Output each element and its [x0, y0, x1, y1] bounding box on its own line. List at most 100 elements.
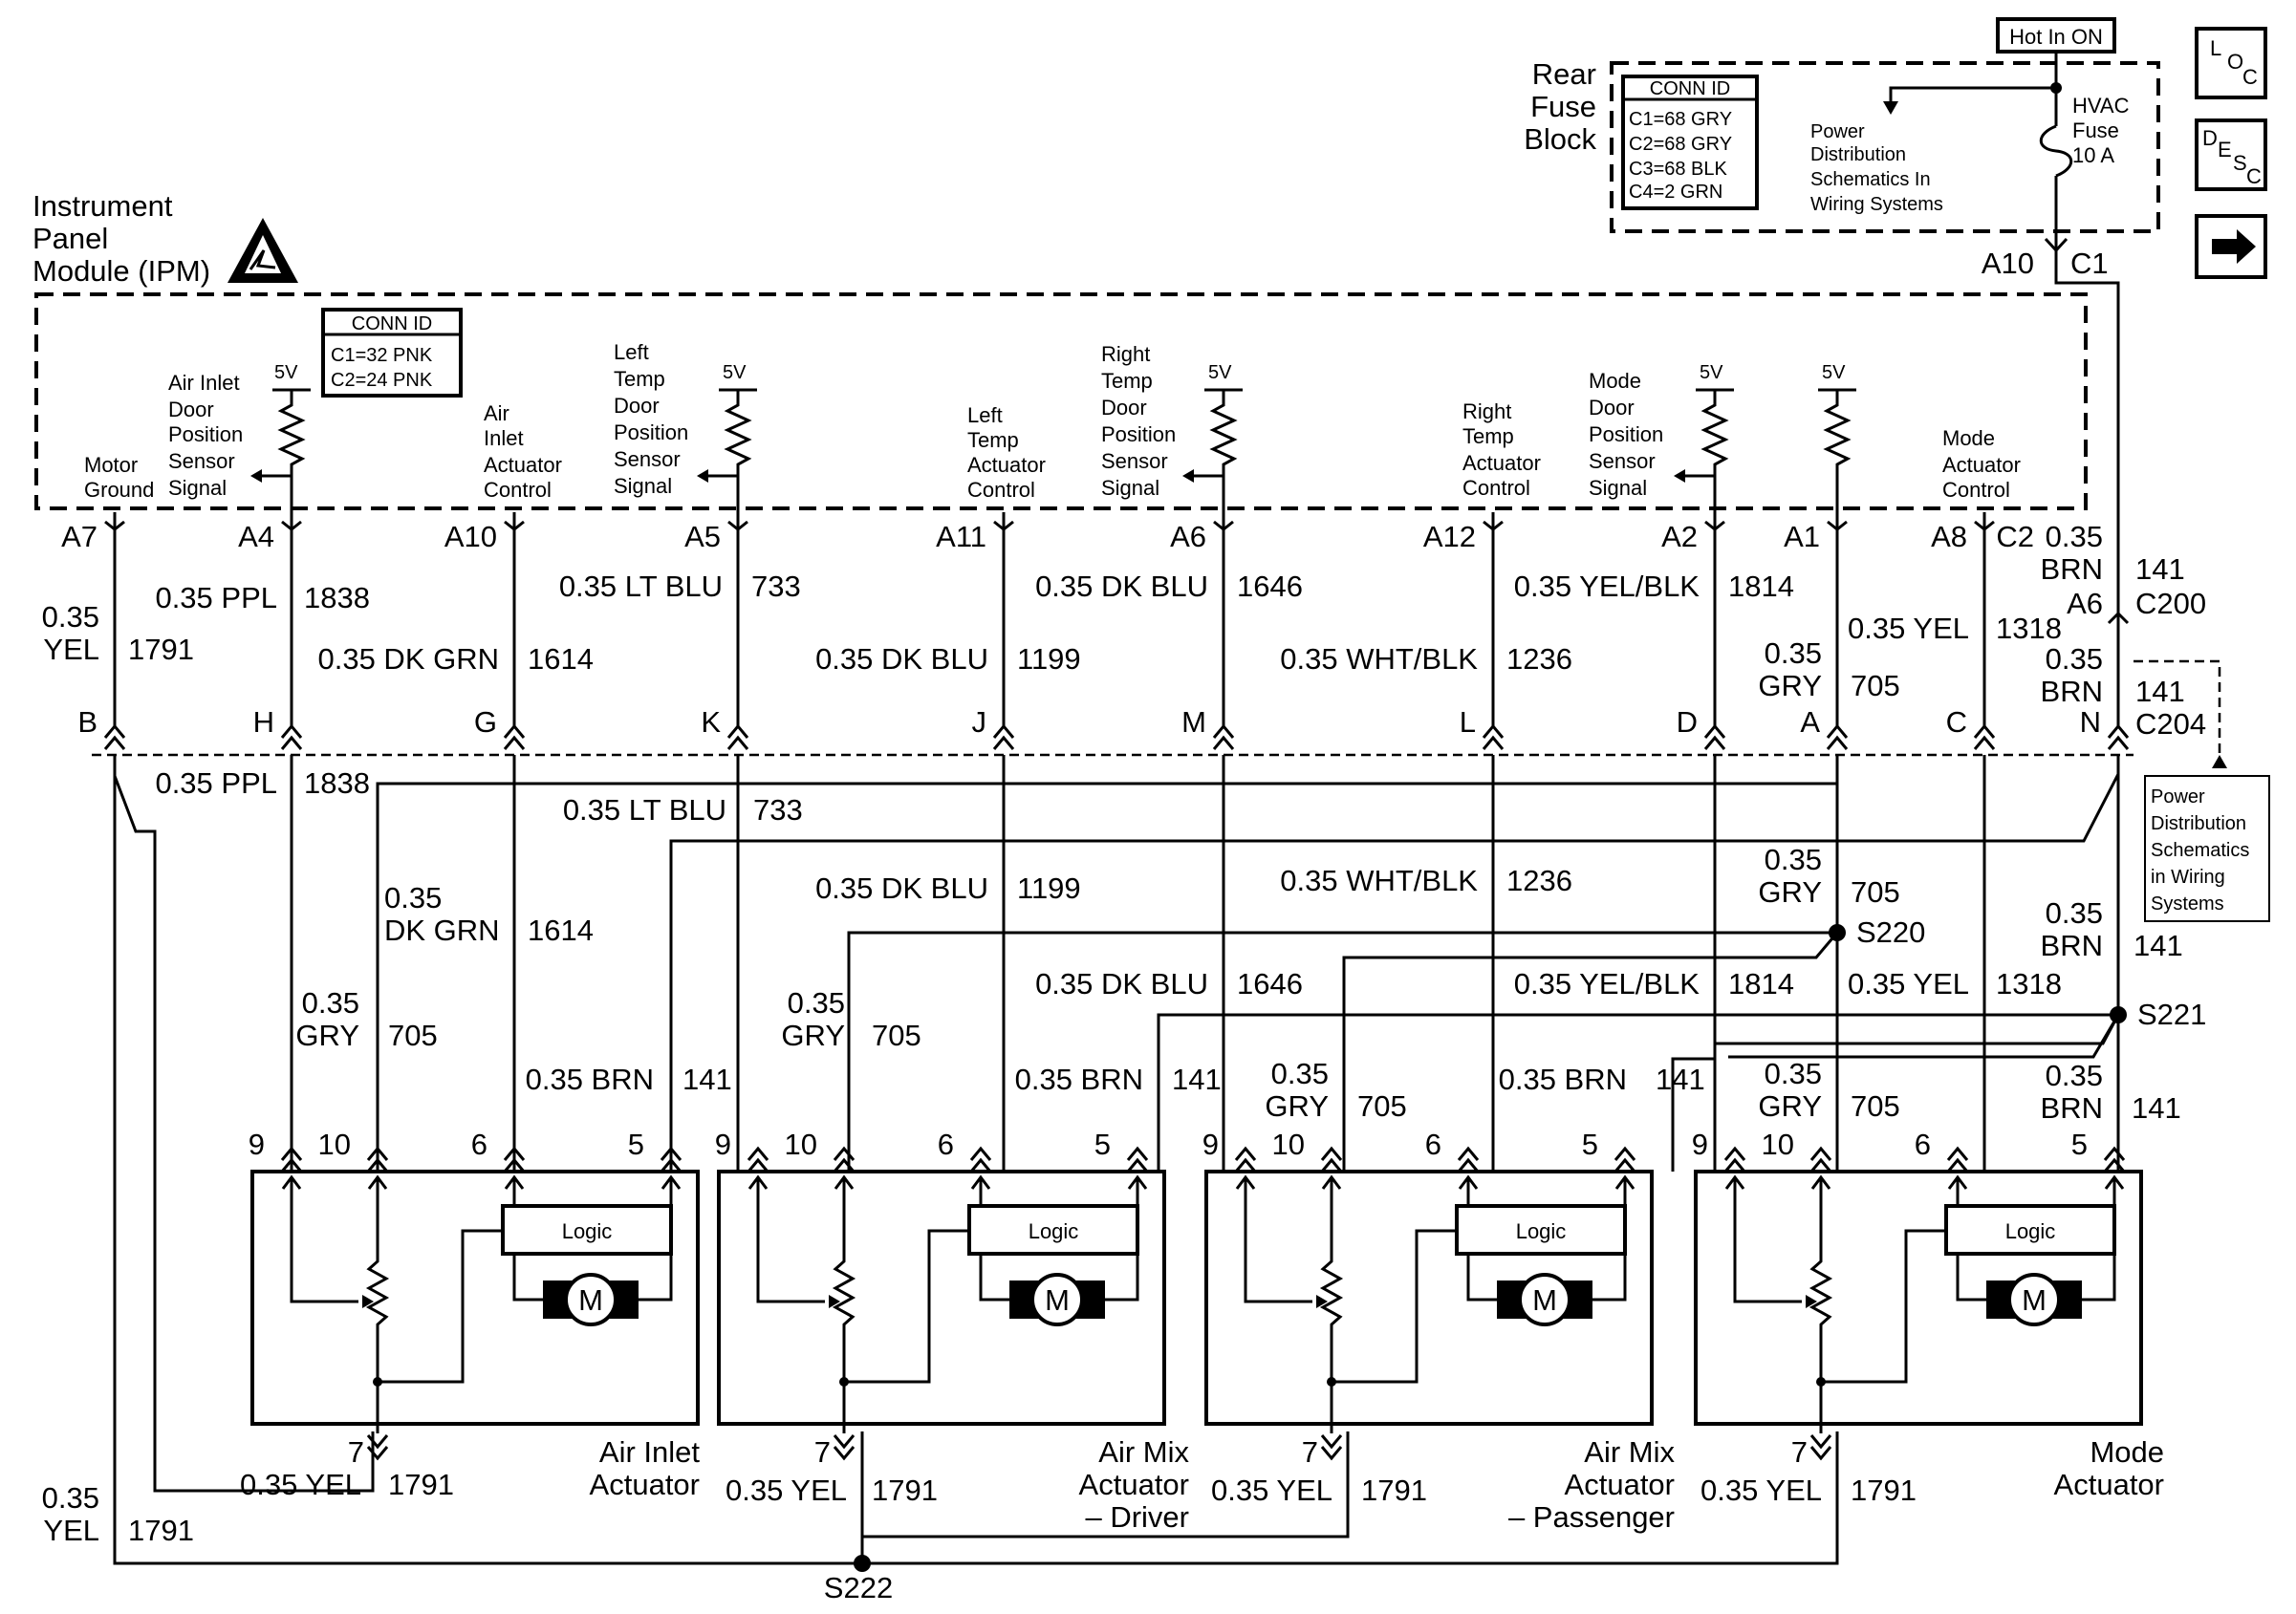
actuator-names: Air Inlet Actuator Air Mix Actuator – Dr…	[590, 1435, 2164, 1534]
svg-text:1791: 1791	[1851, 1474, 1917, 1507]
svg-text:0.35: 0.35	[1765, 843, 1822, 876]
lower-wire-labels: 0.35 PPL 1838 0.35 LT BLU 733 0.35 DK GR…	[155, 766, 2206, 1125]
next-button[interactable]	[2195, 214, 2267, 279]
svg-text:Air: Air	[484, 401, 509, 425]
svg-text:B: B	[77, 705, 97, 739]
svg-text:G: G	[474, 705, 497, 739]
description-button[interactable]	[2195, 118, 2267, 191]
position-sensor-resistor-icon	[1319, 1177, 1344, 1382]
rear-fuse-block-box	[1610, 61, 2160, 233]
svg-text:1838: 1838	[304, 581, 370, 614]
svg-text:– Passenger: – Passenger	[1508, 1500, 1675, 1534]
svg-text:C1=32 PNK: C1=32 PNK	[331, 345, 433, 366]
svg-text:1791: 1791	[388, 1468, 454, 1501]
logic-label: Logic	[1516, 1219, 1567, 1243]
svg-text:141: 141	[1172, 1063, 1222, 1096]
svg-text:5V: 5V	[723, 362, 747, 383]
svg-text:0.35 DK BLU: 0.35 DK BLU	[815, 872, 988, 905]
svg-text:Signal: Signal	[168, 476, 227, 500]
svg-text:A2: A2	[1661, 520, 1698, 553]
svg-text:Position: Position	[1589, 422, 1663, 446]
svg-text:1791: 1791	[128, 633, 194, 666]
svg-text:A11: A11	[936, 520, 986, 553]
svg-text:0.35 BRN: 0.35 BRN	[1499, 1063, 1627, 1096]
svg-text:S: S	[2233, 151, 2247, 175]
svg-text:1318: 1318	[1996, 967, 2062, 1001]
svg-text:Position: Position	[1101, 422, 1176, 446]
svg-text:1236: 1236	[1506, 642, 1572, 676]
svg-text:0.35 LT BLU: 0.35 LT BLU	[563, 793, 726, 827]
svg-text:Motor: Motor	[84, 453, 138, 477]
svg-text:Air Mix: Air Mix	[1098, 1435, 1189, 1469]
svg-text:Power: Power	[2151, 786, 2205, 807]
esd-warning-icon	[227, 218, 298, 283]
svg-text:Temp: Temp	[967, 428, 1019, 452]
svg-text:141: 141	[2134, 929, 2183, 962]
svg-text:C200: C200	[2135, 587, 2206, 620]
svg-text:1614: 1614	[528, 914, 594, 947]
svg-text:Left: Left	[614, 340, 649, 364]
lower-wires	[113, 755, 2120, 1565]
svg-text:L: L	[1460, 705, 1476, 739]
location-button[interactable]	[2195, 27, 2267, 99]
svg-text:GRY: GRY	[1758, 669, 1822, 702]
svg-text:0.35 YEL: 0.35 YEL	[1700, 1474, 1822, 1507]
svg-text:K: K	[701, 705, 721, 739]
svg-text:0.35 YEL: 0.35 YEL	[726, 1474, 847, 1507]
svg-text:Sensor: Sensor	[614, 447, 681, 471]
svg-text:0.35 YEL: 0.35 YEL	[1848, 612, 1969, 645]
svg-text:141: 141	[2135, 675, 2185, 708]
ipm-conn-id-box	[321, 308, 463, 398]
ground-pin-label: 7	[348, 1435, 364, 1469]
ipm-pin-arrows	[104, 499, 1995, 531]
ground-pin-label: 7	[1302, 1435, 1318, 1469]
upper-wire-labels: 0.35 YEL 1791 0.35 PPL 1838 0.35 DK GRN …	[42, 520, 2206, 741]
svg-text:C: C	[2242, 65, 2258, 89]
svg-text:D: D	[1677, 705, 1698, 739]
pullup-resistors: 5V 5V 5V 5V 5V	[250, 362, 1856, 499]
motor-label: M	[1045, 1283, 1070, 1317]
svg-text:1199: 1199	[1017, 642, 1081, 676]
logic-box	[501, 1204, 673, 1256]
svg-text:Right: Right	[1462, 399, 1511, 423]
svg-text:733: 733	[751, 570, 801, 603]
svg-text:Mode: Mode	[2090, 1435, 2164, 1469]
svg-text:705: 705	[388, 1019, 438, 1052]
svg-text:Actuator: Actuator	[967, 453, 1046, 477]
svg-text:A12: A12	[1423, 520, 1476, 553]
svg-text:Fuse: Fuse	[1530, 90, 1596, 123]
svg-text:1318: 1318	[1996, 612, 2062, 645]
svg-text:C2=68 GRY: C2=68 GRY	[1629, 134, 1732, 155]
power-dist-arrow-icon	[1883, 101, 1898, 115]
actuator-pin-label: 10	[1762, 1128, 1794, 1161]
right-arrow-icon	[2212, 229, 2256, 264]
svg-text:Signal: Signal	[614, 474, 672, 498]
svg-text:A4: A4	[238, 520, 274, 553]
svg-text:Fuse: Fuse	[2072, 118, 2119, 142]
svg-text:0.35 DK BLU: 0.35 DK BLU	[1035, 570, 1208, 603]
motor-label: M	[1532, 1283, 1557, 1317]
c200-connector-icon	[2107, 611, 2130, 633]
logic-box	[967, 1204, 1139, 1256]
svg-text:Temp: Temp	[614, 367, 665, 391]
svg-text:Actuator: Actuator	[1462, 451, 1541, 475]
svg-text:C: C	[2246, 164, 2262, 188]
svg-text:Air Mix: Air Mix	[1584, 1435, 1675, 1469]
actuator-pin-label: 9	[249, 1128, 265, 1161]
svg-text:S221: S221	[2137, 998, 2206, 1031]
svg-text:0.35 DK BLU: 0.35 DK BLU	[815, 642, 988, 676]
svg-text:Rear: Rear	[1532, 57, 1596, 91]
svg-text:0.35 LT BLU: 0.35 LT BLU	[559, 570, 723, 603]
svg-text:0.35 WHT/BLK: 0.35 WHT/BLK	[1280, 642, 1478, 676]
svg-text:5V: 5V	[274, 362, 298, 383]
svg-text:0.35 PPL: 0.35 PPL	[155, 581, 277, 614]
svg-text:1614: 1614	[528, 642, 594, 676]
actuator-pin-label: 5	[2071, 1128, 2088, 1161]
actuator-pin-label: 10	[318, 1128, 351, 1161]
ground-pin-label: 7	[1791, 1435, 1808, 1469]
svg-text:C2: C2	[1996, 520, 2034, 553]
svg-text:Systems: Systems	[2151, 893, 2224, 915]
svg-text:YEL: YEL	[43, 1514, 99, 1547]
actuator-pin-label: 5	[1582, 1128, 1598, 1161]
